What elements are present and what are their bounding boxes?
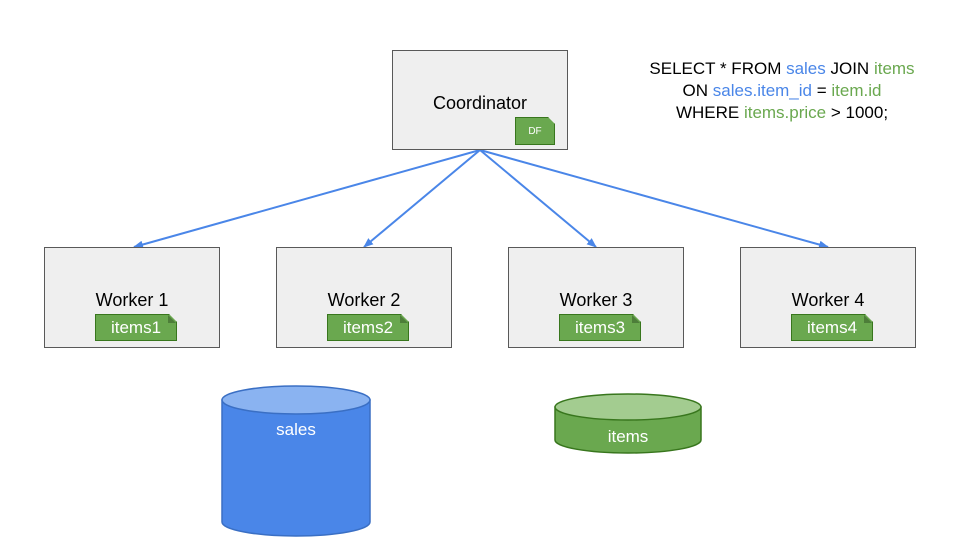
tag-fold-corner <box>864 315 872 323</box>
sales-cylinder-top <box>221 385 371 415</box>
arrow-to-worker-4 <box>479 149 829 249</box>
coordinator-title: Coordinator <box>432 93 528 113</box>
query-column-sales: sales.item_id <box>712 81 812 100</box>
query-text: > 1000; <box>826 103 889 122</box>
tag-fold-corner <box>168 315 176 323</box>
query-line-3: WHERE items.price > 1000; <box>600 102 960 124</box>
worker-node-1: Worker 1 items1 <box>44 247 220 348</box>
partition-label: items2 <box>342 318 394 337</box>
sales-database-label: sales <box>276 420 316 439</box>
worker-node-3: Worker 3 items3 <box>508 247 684 348</box>
query-text: = <box>812 81 832 100</box>
query-table-items: items <box>873 59 915 78</box>
worker-title: Worker 2 <box>327 290 401 310</box>
query-line-1: SELECT * FROM sales JOIN items <box>600 58 960 80</box>
items-cylinder-top <box>554 393 702 421</box>
arrow-to-worker-2 <box>363 149 481 248</box>
items-database <box>554 393 702 454</box>
sql-query: SELECT * FROM sales JOIN items ON sales.… <box>600 58 960 124</box>
worker-title: Worker 3 <box>559 290 633 310</box>
partition-tag: items3 <box>559 314 641 341</box>
query-table-sales: sales <box>786 59 826 78</box>
tag-fold-corner <box>632 315 640 323</box>
arrow-to-worker-1 <box>133 149 481 249</box>
partition-tag: items2 <box>327 314 409 341</box>
worker-node-4: Worker 4 items4 <box>740 247 916 348</box>
partition-label: items4 <box>806 318 858 337</box>
query-column-items: item.id <box>831 81 882 100</box>
coordinator-node: Coordinator DF <box>392 50 568 150</box>
dataframe-badge: DF <box>515 117 555 145</box>
worker-title: Worker 4 <box>791 290 865 310</box>
partition-label: items1 <box>110 318 162 337</box>
query-text: WHERE <box>675 103 744 122</box>
query-line-2: ON sales.item_id = item.id <box>600 80 960 102</box>
worker-node-2: Worker 2 items2 <box>276 247 452 348</box>
query-text: ON <box>682 81 713 100</box>
arrow-to-worker-3 <box>479 149 597 248</box>
query-text: SELECT * FROM <box>649 59 787 78</box>
query-column-price: items.price <box>743 103 827 122</box>
query-text: JOIN <box>825 59 874 78</box>
tag-fold-corner <box>400 315 408 323</box>
items-database-label: items <box>607 427 649 446</box>
partition-tag: items4 <box>791 314 873 341</box>
sales-database <box>221 385 371 537</box>
partition-tag: items1 <box>95 314 177 341</box>
sales-cylinder-body <box>221 399 371 537</box>
worker-title: Worker 1 <box>95 290 169 310</box>
partition-label: items3 <box>574 318 626 337</box>
